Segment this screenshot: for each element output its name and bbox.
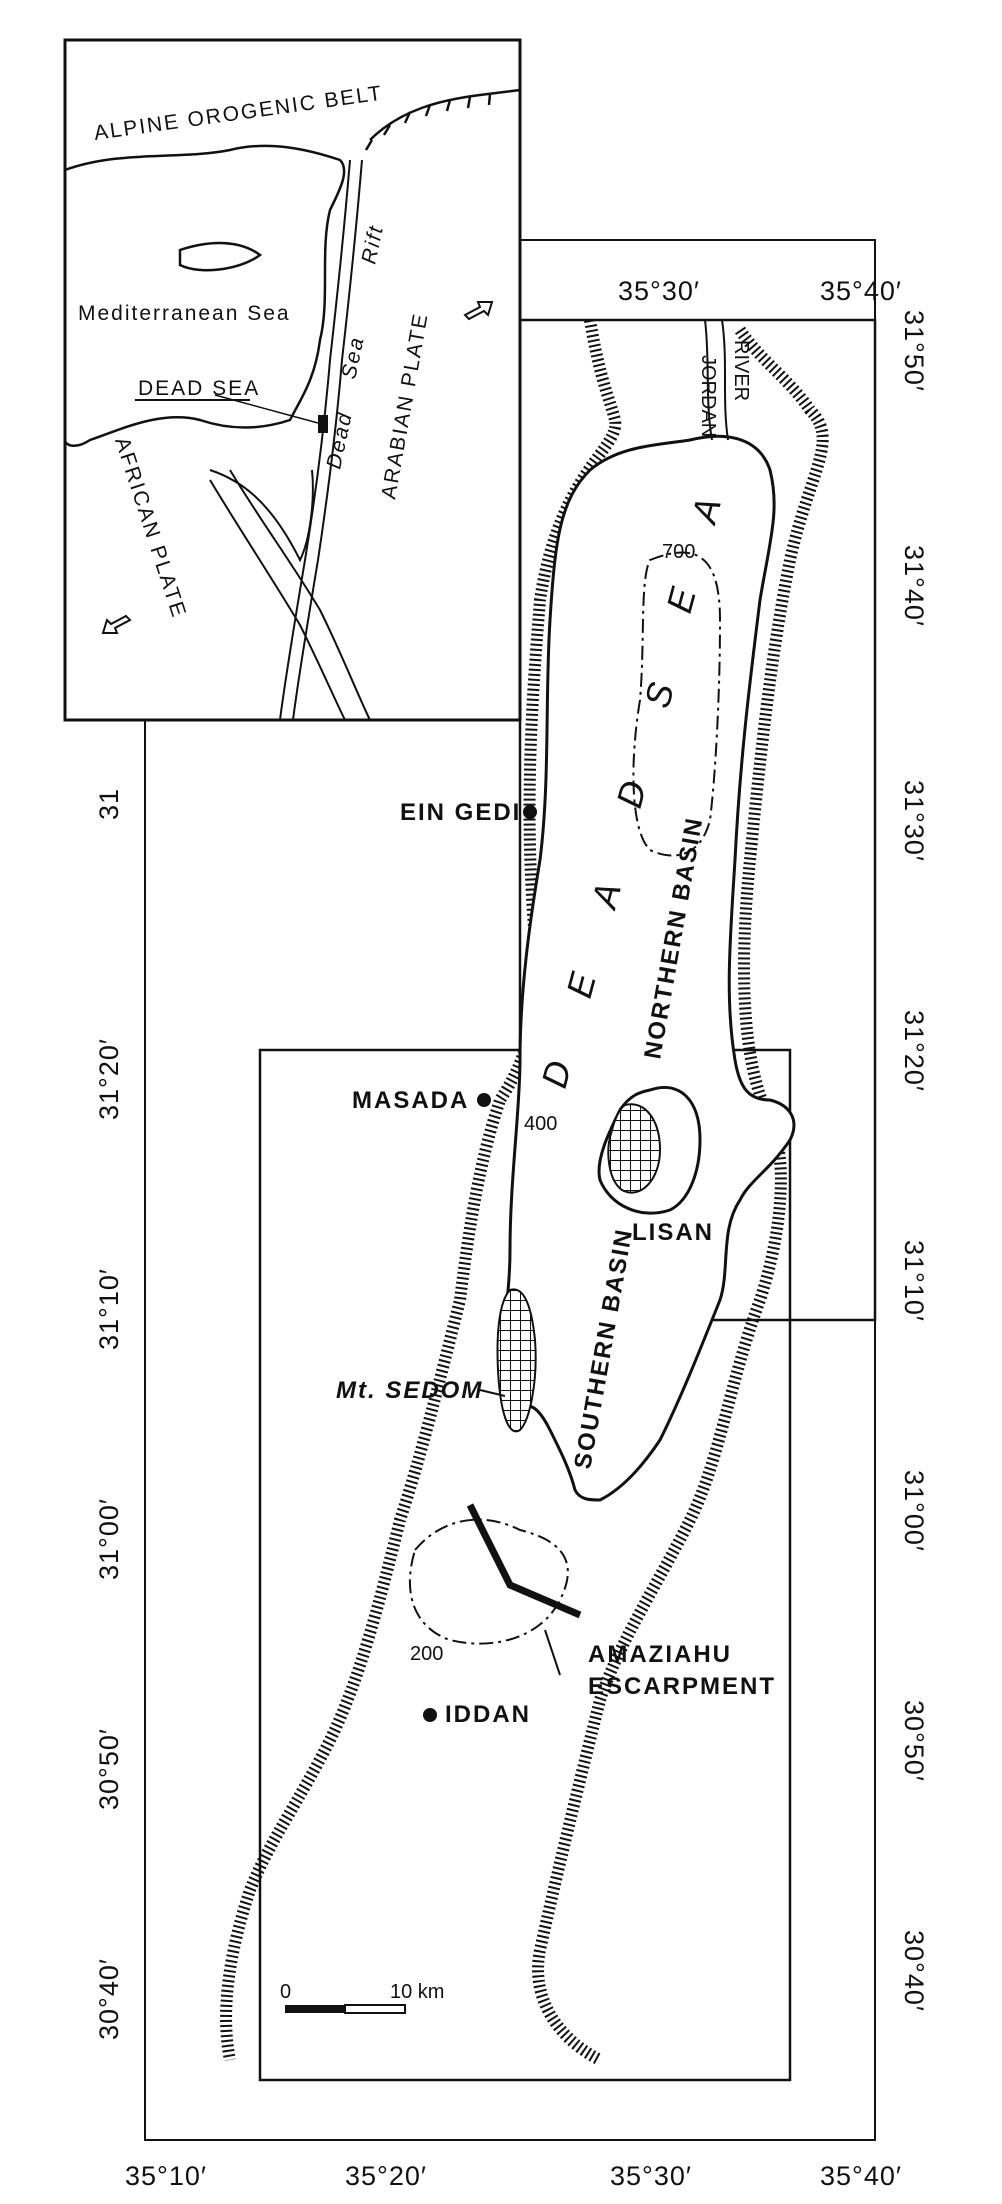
contour-700 — [632, 551, 722, 857]
ein-gedi-label: EIN GEDI — [400, 799, 521, 826]
bottom-lon-label-1: 35°10′ — [125, 2161, 207, 2191]
inset-orogenic-belt — [369, 88, 521, 141]
amaziahu-escarpment-line — [466, 1503, 582, 1619]
escarpment-label: ESCARPMENT — [588, 1673, 776, 1700]
inset-sinai — [209, 469, 314, 563]
inset-dead-sea-marker — [318, 415, 328, 433]
inset-coastline — [63, 144, 346, 447]
jordan-river — [704, 319, 713, 441]
bottom-lon-label-2: 35°20′ — [345, 2161, 427, 2191]
top-lon-label-1: 35°30′ — [618, 276, 700, 306]
mt-sedom-label: Mt. SEDOM — [336, 1377, 483, 1404]
left-lat-label-2: 31°20′ — [94, 1038, 124, 1120]
inset-map: ALPINE OROGENIC BELT Mediterranean Sea D… — [63, 38, 522, 722]
jordan-label: JORDAN — [697, 355, 719, 437]
right-lat-label-3: 31°30′ — [899, 780, 929, 862]
left-lat-label-3: 31°10′ — [94, 1268, 124, 1350]
ein-gedi-dot — [523, 805, 537, 819]
right-lat-label-2: 31°40′ — [899, 545, 929, 627]
inset-rift-east — [292, 159, 363, 721]
mt-sedom-area — [496, 1288, 537, 1433]
right-lat-label-4: 31°20′ — [899, 1010, 929, 1092]
scale-bar: 0 10 km — [280, 1981, 444, 2014]
right-lat-label-8: 30°40′ — [899, 1930, 929, 2012]
inset-dead-sea-label: DEAD SEA — [138, 377, 260, 400]
bottom-lon-label-3: 35°30′ — [610, 2161, 692, 2191]
right-lat-label-1: 31°50′ — [899, 310, 929, 392]
amaziahu-label: AMAZIAHU — [588, 1641, 732, 1668]
iddan-dot — [423, 1708, 437, 1722]
east-escarpment — [532, 326, 829, 2066]
left-lat-label-4: 31°00′ — [94, 1498, 124, 1580]
left-lat-label-1: 31 — [94, 788, 124, 820]
right-lat-label-6: 31°00′ — [899, 1470, 929, 1552]
lisan-label: LISAN — [632, 1219, 714, 1246]
inset-rift-west — [279, 159, 351, 721]
inset-cyprus — [178, 241, 263, 272]
dead-sea-shore — [498, 434, 796, 1502]
left-lat-label-6: 30°40′ — [94, 1958, 124, 2040]
masada-dot — [477, 1093, 491, 1107]
top-lon-label-2: 35°40′ — [820, 276, 902, 306]
inset-arabian-arrow — [463, 301, 494, 321]
river-label: RIVER — [730, 340, 752, 401]
inset-mediterranean-label: Mediterranean Sea — [78, 302, 291, 325]
right-lat-label-7: 30°50′ — [899, 1700, 929, 1782]
masada-label: MASADA — [352, 1087, 469, 1114]
inset-red-sea-east — [229, 469, 371, 721]
left-lat-label-5: 30°50′ — [94, 1728, 124, 1810]
contour-400-label: 400 — [524, 1113, 557, 1135]
contour-700-label: 700 — [662, 541, 695, 563]
inset-frame — [63, 38, 522, 722]
bottom-lon-label-4: 35°40′ — [820, 2161, 902, 2191]
contour-200-label: 200 — [410, 1643, 443, 1665]
lisan-grid-area — [607, 1103, 662, 1194]
right-lat-label-5: 31°10′ — [899, 1240, 929, 1322]
inset-african-arrow — [101, 614, 132, 634]
scale-end: 10 km — [390, 1981, 444, 2003]
mt-sedom-pointer — [479, 1389, 506, 1397]
inset-red-sea-west — [209, 479, 346, 721]
inset-belt-teeth — [364, 93, 492, 151]
jordan-river-bank — [721, 319, 729, 441]
scale-bar-light — [344, 2004, 406, 2014]
amaziahu-pointer — [544, 1629, 561, 1676]
iddan-label: IDDAN — [445, 1701, 531, 1728]
scale-start: 0 — [280, 1981, 291, 2003]
scale-bar-dark — [285, 2005, 345, 2013]
